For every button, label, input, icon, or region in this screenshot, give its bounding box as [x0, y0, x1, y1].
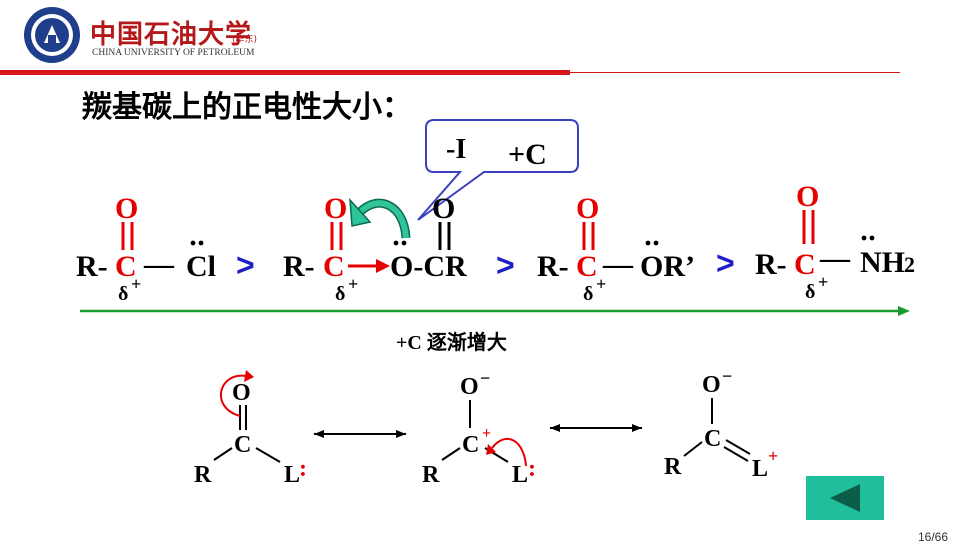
header-divider	[0, 70, 570, 75]
leaving-group: L	[284, 462, 300, 488]
university-seal-logo	[24, 7, 80, 63]
r-group: R-	[537, 250, 569, 283]
resonance-structure-3: O − C R L +	[664, 366, 778, 482]
effect-label: +C 逐渐增大	[396, 326, 507, 355]
delta: δ	[335, 283, 345, 305]
brand-name-en: CHINA UNIVERSITY OF PETROLEUM	[92, 48, 255, 58]
oxygen: O	[702, 372, 721, 398]
second-carbonyl-o: O	[432, 192, 455, 225]
resonance-structure-1: O C R L :	[194, 370, 307, 488]
previous-slide-button[interactable]	[806, 476, 884, 520]
leaving-group-charge: +	[768, 446, 778, 466]
carbonyl-o: O	[576, 192, 599, 225]
substituent: O-CR	[390, 250, 467, 283]
carbonyl-o: O	[796, 180, 819, 213]
page-number: 16/66	[918, 530, 949, 544]
callout-bubble: -I +C	[417, 119, 579, 221]
substituent: Cl	[186, 250, 216, 283]
compound-ester: O R- C — OR’ δ +	[537, 192, 695, 305]
carbon-charge: +	[482, 425, 491, 442]
leaving-group: L	[512, 462, 528, 488]
brand-name-sub: (华东)	[232, 35, 258, 45]
r-group: R	[194, 462, 212, 488]
substituent: OR’	[640, 250, 695, 283]
delta-plus: +	[131, 274, 141, 294]
delta-plus: +	[596, 274, 606, 294]
carbonyl-o: O	[115, 192, 138, 225]
carbonyl-c: C	[576, 250, 598, 283]
effect-label-cn: 逐渐增大	[426, 330, 507, 354]
lone-pair: :	[299, 456, 307, 482]
carbonyl-c: C	[794, 248, 816, 281]
single-bond: —	[143, 248, 175, 281]
greater-than-1: >	[236, 247, 255, 283]
single-bond: —	[602, 248, 634, 281]
oxygen: O	[232, 380, 251, 406]
carbon: C	[704, 426, 721, 452]
carbon: C	[462, 432, 479, 458]
compound-amide: O R- C — NH 2 δ +	[755, 180, 915, 303]
lone-pair: :	[528, 456, 536, 482]
leaving-group: L	[752, 456, 768, 482]
greater-than-2: >	[496, 247, 515, 283]
r-group: R	[664, 454, 682, 480]
r-group: R-	[76, 250, 108, 283]
compound-acyl-chloride: O R- C — Cl δ +	[76, 192, 216, 305]
triangle-left-icon	[830, 484, 860, 512]
resonance-curved-arrow-icon	[349, 197, 411, 239]
oxygen: O	[460, 374, 479, 400]
substituent: NH	[860, 246, 905, 279]
compound-anhydride: O R- C O-CR O δ +	[283, 192, 467, 305]
slide-title: 羰基碳上的正电性大小：	[82, 90, 412, 125]
delta: δ	[118, 283, 128, 305]
callout-minus-i: -I	[446, 134, 466, 165]
oxygen-charge: −	[722, 366, 732, 386]
subscript: 2	[904, 252, 915, 277]
delta: δ	[805, 281, 815, 303]
delta: δ	[583, 283, 593, 305]
delta-plus: +	[348, 274, 358, 294]
progression-arrow-icon	[80, 306, 910, 316]
resonance-structure-2: O − C + R L :	[422, 368, 536, 488]
greater-than-3: >	[716, 245, 735, 281]
effect-label-prefix: +C	[396, 332, 422, 354]
delta-plus: +	[818, 272, 828, 292]
callout-plus-c: +C	[508, 138, 547, 171]
carbonyl-o: O	[324, 192, 347, 225]
carbonyl-c: C	[115, 250, 137, 283]
r-group: R	[422, 462, 440, 488]
brand-name-cn: 中国石油大学	[90, 20, 253, 50]
header-divider-thin	[570, 72, 900, 73]
oxygen-charge: −	[480, 368, 490, 388]
carbon: C	[234, 432, 251, 458]
single-bond: —	[819, 242, 851, 275]
r-group: R-	[283, 250, 315, 283]
carbonyl-c: C	[323, 250, 345, 283]
r-group: R-	[755, 248, 787, 281]
